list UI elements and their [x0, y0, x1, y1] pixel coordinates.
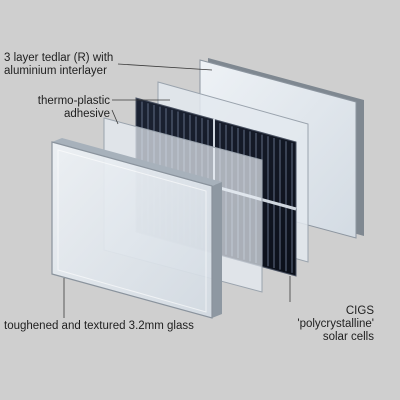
tedlar-label-line-2: aluminium interlayer: [4, 65, 107, 77]
tedlar-leader: [117, 63, 213, 71]
glass-side-edge: [212, 182, 222, 318]
adhesive-label: thermo-plastic adhesive: [4, 95, 110, 121]
glass-inner-highlight: [57, 149, 207, 313]
glass-label: toughened and textured 3.2mm glass: [4, 320, 194, 333]
adhesive-label-line-2: adhesive: [63, 108, 110, 120]
glass-face: [51, 141, 213, 319]
adhesive-leader-front: [111, 109, 119, 125]
tedlar-label-line-1: 3 layer tedlar (R) with: [4, 52, 114, 64]
glass-label-line-1: toughened and textured 3.2mm glass: [4, 320, 194, 332]
cells-label-line-2: solar cells: [322, 331, 374, 343]
front-glass-layer: [51, 138, 222, 319]
cells-label: CIGS 'polycrystalline' solar cells: [268, 305, 374, 344]
glass-top-edge: [52, 138, 222, 186]
leader-lines: [63, 63, 291, 318]
adhesive-label-line-1: thermo-plastic: [37, 95, 110, 107]
cells-label-line-1: CIGS 'polycrystalline': [297, 305, 374, 330]
tedlar-label: 3 layer tedlar (R) with aluminium interl…: [4, 52, 113, 78]
